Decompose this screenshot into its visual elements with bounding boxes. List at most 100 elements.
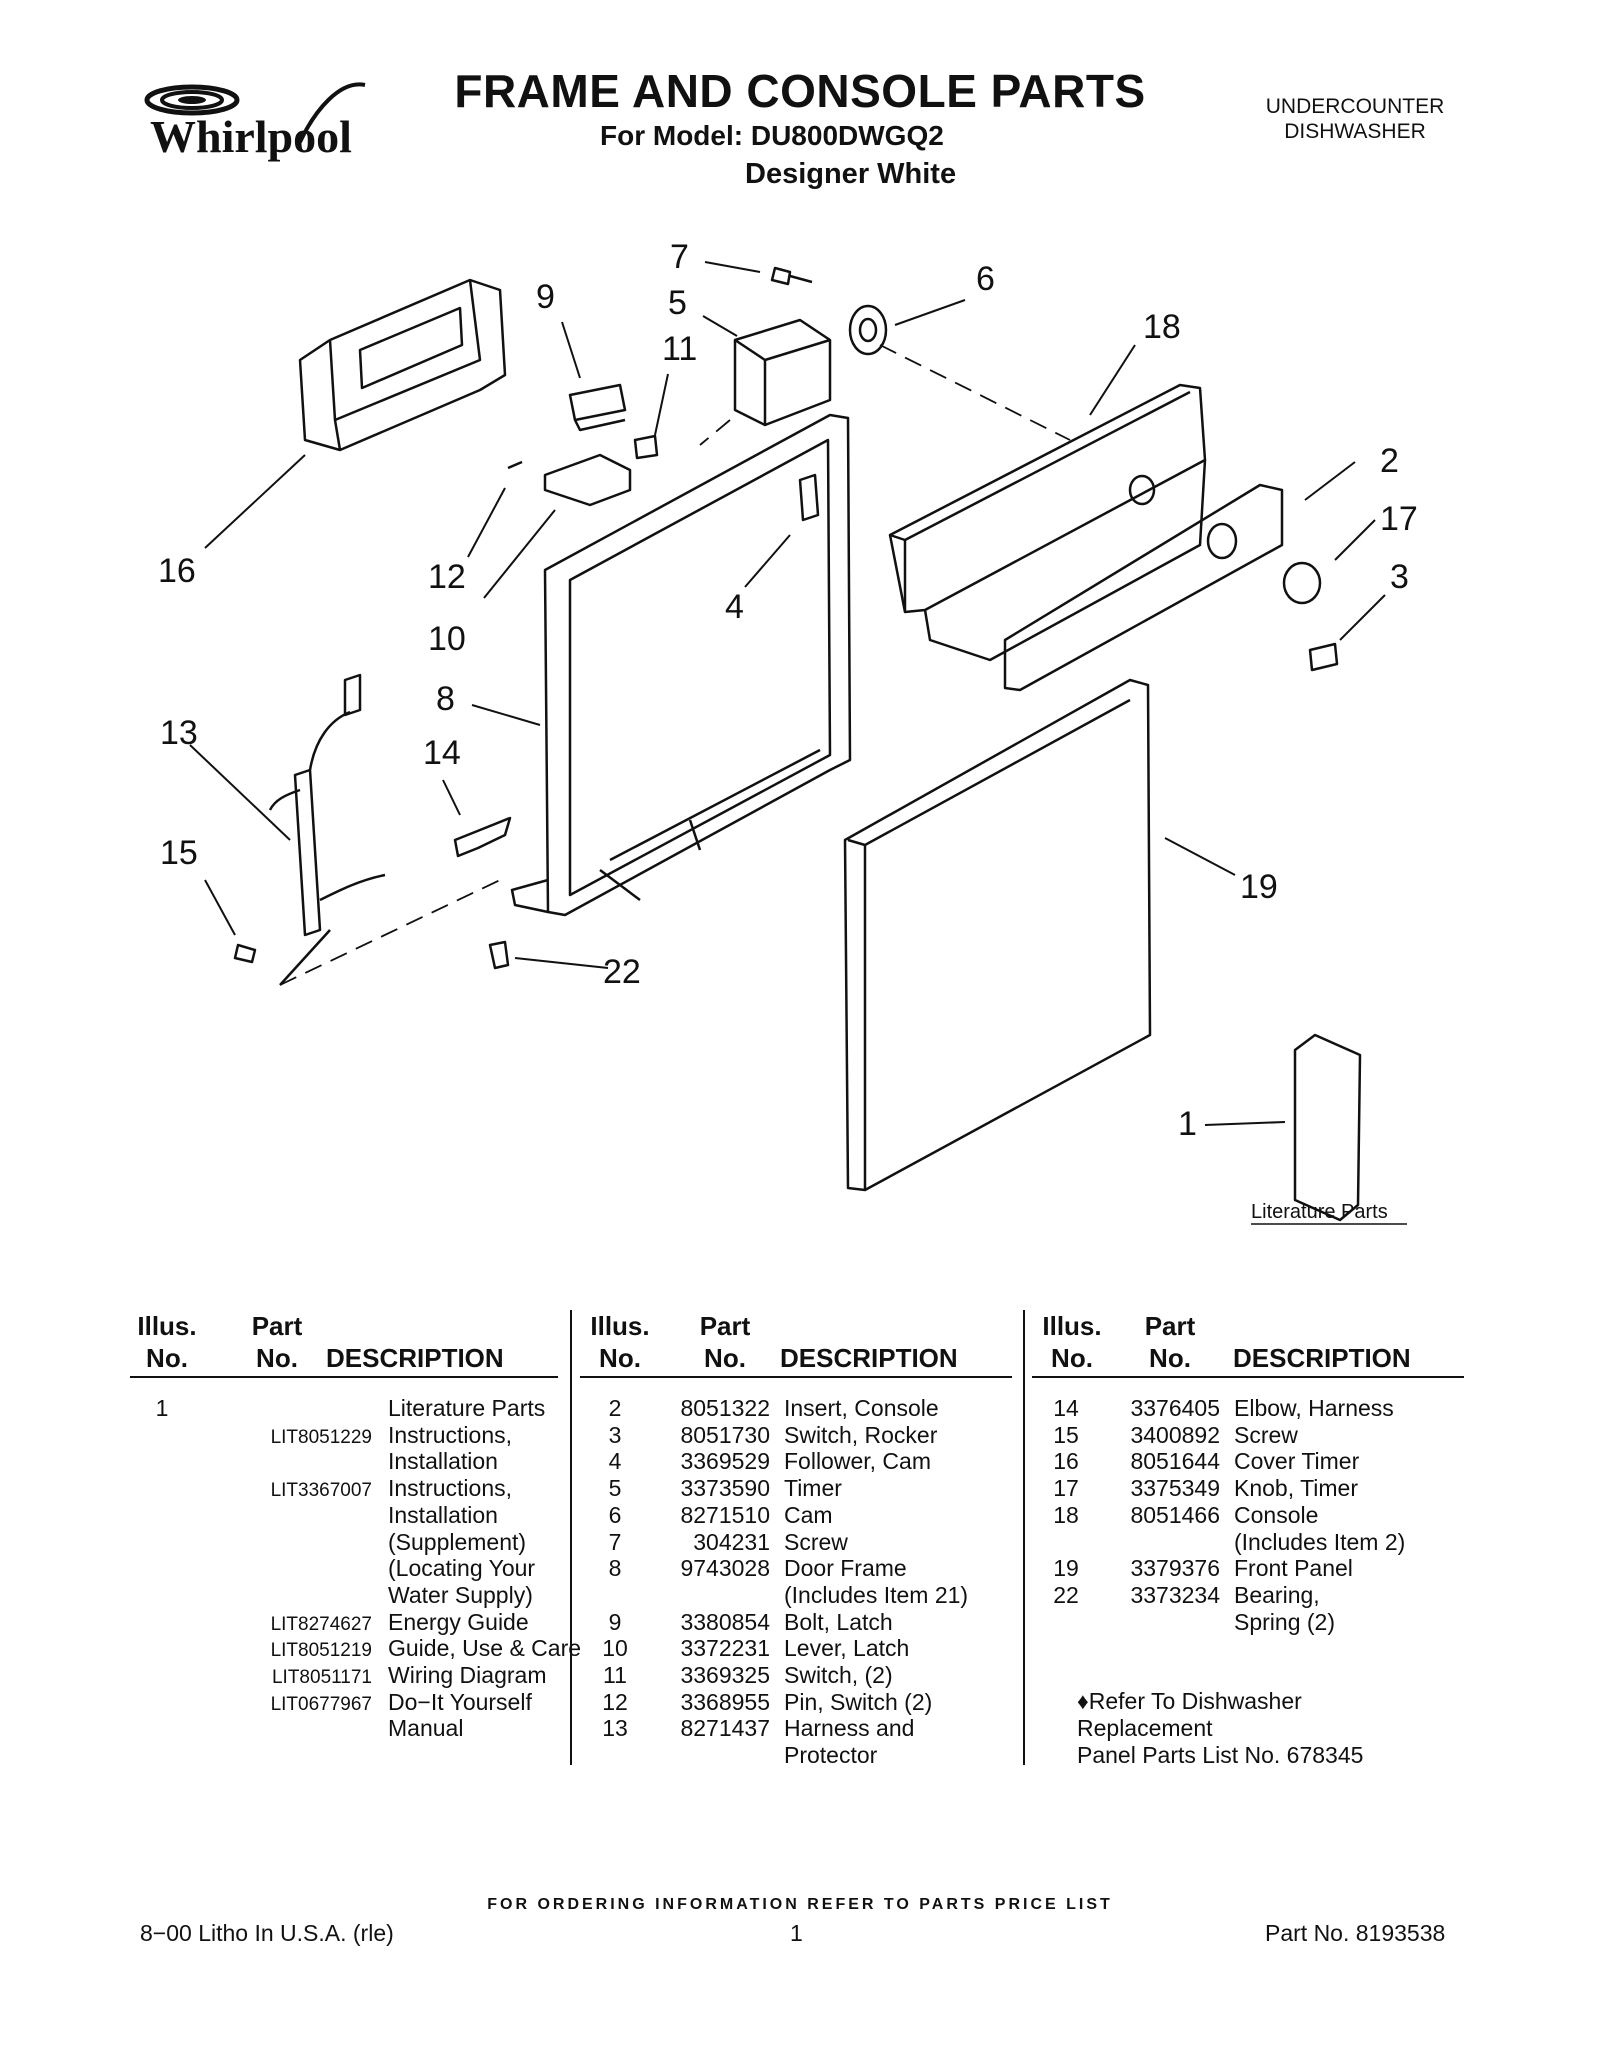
callout-2: 2: [1380, 442, 1399, 480]
header-illus: Illus.No.: [590, 1311, 650, 1373]
header-description: DESCRIPTION: [780, 1343, 958, 1373]
part-description: Do−It Yourself: [388, 1688, 532, 1715]
part-description: (Supplement): [388, 1528, 527, 1555]
page-number: 1: [790, 1920, 803, 1946]
part-no: LIT8051229: [270, 1426, 372, 1448]
table-row: (Supplement): [132, 1529, 526, 1556]
part-no: 8051466: [1130, 1501, 1220, 1528]
leader-lines: [189, 261, 1386, 1126]
table-row: Protector: [580, 1742, 877, 1769]
part-description: Cam: [784, 1501, 833, 1528]
callout-9: 9: [536, 278, 555, 316]
table-row: LIT8274627 Energy Guide: [132, 1609, 529, 1639]
part-description: Follower, Cam: [784, 1448, 931, 1475]
part-no: LIT8274627: [270, 1613, 372, 1635]
table-row: LIT8051229 Instructions,: [132, 1422, 512, 1452]
illus-no: 15: [1053, 1421, 1079, 1448]
callout-8: 8: [436, 680, 455, 718]
cam-follower-part: [798, 473, 820, 522]
part-no: 9743028: [680, 1555, 770, 1582]
product-category: UNDERCOUNTER DISHWASHER: [1265, 95, 1445, 143]
illus-no: 14: [1053, 1395, 1079, 1421]
part-description: Screw: [784, 1528, 848, 1555]
cover-timer-part: [298, 278, 507, 452]
part-description: Guide, Use & Care: [388, 1635, 582, 1662]
timer-part: [733, 266, 888, 427]
part-description: Bolt, Latch: [784, 1608, 893, 1635]
header-illus: Illus.No.: [137, 1311, 197, 1373]
part-description: Installation: [388, 1448, 498, 1475]
table-row: LIT8051171 Wiring Diagram: [132, 1662, 547, 1692]
part-no: LIT3367007: [270, 1480, 372, 1502]
callout-19: 19: [1240, 868, 1278, 906]
part-no: 3368955: [680, 1688, 770, 1715]
illus-no: 7: [608, 1528, 622, 1555]
part-description: Literature Parts: [388, 1395, 546, 1421]
knob-timer-part: [1282, 561, 1322, 605]
table-row: (Includes Item 21): [580, 1582, 968, 1609]
front-panel-part: [843, 678, 1152, 1192]
table-row: Installation: [132, 1448, 498, 1475]
illus-no: 22: [1053, 1581, 1079, 1608]
part-description: Switch, Rocker: [784, 1421, 938, 1448]
part-description: Lever, Latch: [784, 1635, 910, 1662]
part-no: 3373234: [1130, 1581, 1220, 1608]
part-description: Door Frame: [784, 1555, 907, 1582]
table-row: (Includes Item 2): [1032, 1529, 1405, 1556]
callout-4: 4: [725, 588, 744, 626]
table-row: 22 3373234 Bearing,: [1032, 1581, 1320, 1609]
illus-no: 1: [155, 1395, 169, 1421]
screw-part: [233, 943, 257, 964]
console-insert-part: [1003, 483, 1284, 692]
part-description: Spring (2): [1234, 1608, 1335, 1635]
illus-no: 3: [608, 1421, 622, 1448]
callout-6: 6: [976, 260, 995, 298]
part-no: 8271437: [680, 1715, 770, 1742]
part-no: LIT8051171: [271, 1667, 372, 1688]
header-description: DESCRIPTION: [326, 1343, 504, 1373]
callout-7: 7: [670, 238, 689, 276]
part-description: Timer: [784, 1475, 842, 1502]
part-description: Energy Guide: [388, 1608, 529, 1635]
part-description: Bearing,: [1234, 1581, 1320, 1608]
callout-18: 18: [1143, 308, 1181, 346]
part-description: Wiring Diagram: [388, 1662, 547, 1688]
illus-no: 10: [602, 1635, 628, 1662]
part-no: 3379376: [1130, 1555, 1220, 1582]
illus-no: 2: [608, 1395, 622, 1421]
illus-no: 8: [608, 1555, 622, 1582]
callout-15: 15: [160, 834, 198, 872]
part-no: 3369529: [680, 1448, 770, 1475]
console-part: [888, 383, 1207, 662]
part-description: Manual: [388, 1715, 464, 1742]
part-description: Screw: [1234, 1421, 1298, 1448]
part-no: 3369325: [680, 1662, 770, 1688]
part-no: 3375349: [1130, 1475, 1220, 1502]
latch-assembly-part: [507, 383, 659, 507]
literature-parts-label: Literature Parts: [1251, 1201, 1388, 1223]
part-description: Installation: [388, 1501, 498, 1528]
illus-no: 11: [603, 1662, 627, 1688]
bearing-spring-part: [488, 940, 510, 970]
table-row: Installation: [132, 1502, 498, 1529]
door-frame-part: [510, 413, 852, 917]
part-no: 3372231: [680, 1635, 770, 1662]
illus-no: 18: [1053, 1501, 1079, 1528]
part-description: Instructions,: [388, 1421, 512, 1448]
illus-no: 6: [608, 1501, 622, 1528]
callout-17: 17: [1380, 500, 1418, 538]
callout-10: 10: [428, 620, 466, 658]
